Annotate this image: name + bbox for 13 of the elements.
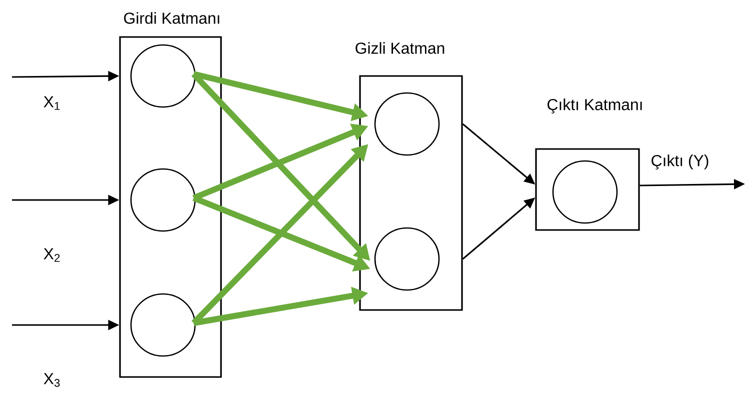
neuron-circle: [374, 92, 440, 156]
edge-label: X$_{1}$: [44, 96, 60, 110]
layer-heading: Girdi Katmanı: [124, 12, 220, 24]
neuron-circle: [130, 168, 196, 232]
edge-label: X$_{2}$: [44, 248, 60, 262]
neuron-circle: [552, 160, 618, 224]
layer-heading: Çıktı Katmanı: [548, 98, 642, 114]
neuron-circle: [130, 293, 196, 357]
neuron-circle: [130, 44, 196, 108]
edge-label: X$_{3}$: [44, 373, 60, 387]
neuron-circle: [374, 227, 440, 291]
edge-label: Çıktı (Y): [652, 154, 708, 170]
layer-heading: Gizli Katman: [356, 42, 444, 54]
